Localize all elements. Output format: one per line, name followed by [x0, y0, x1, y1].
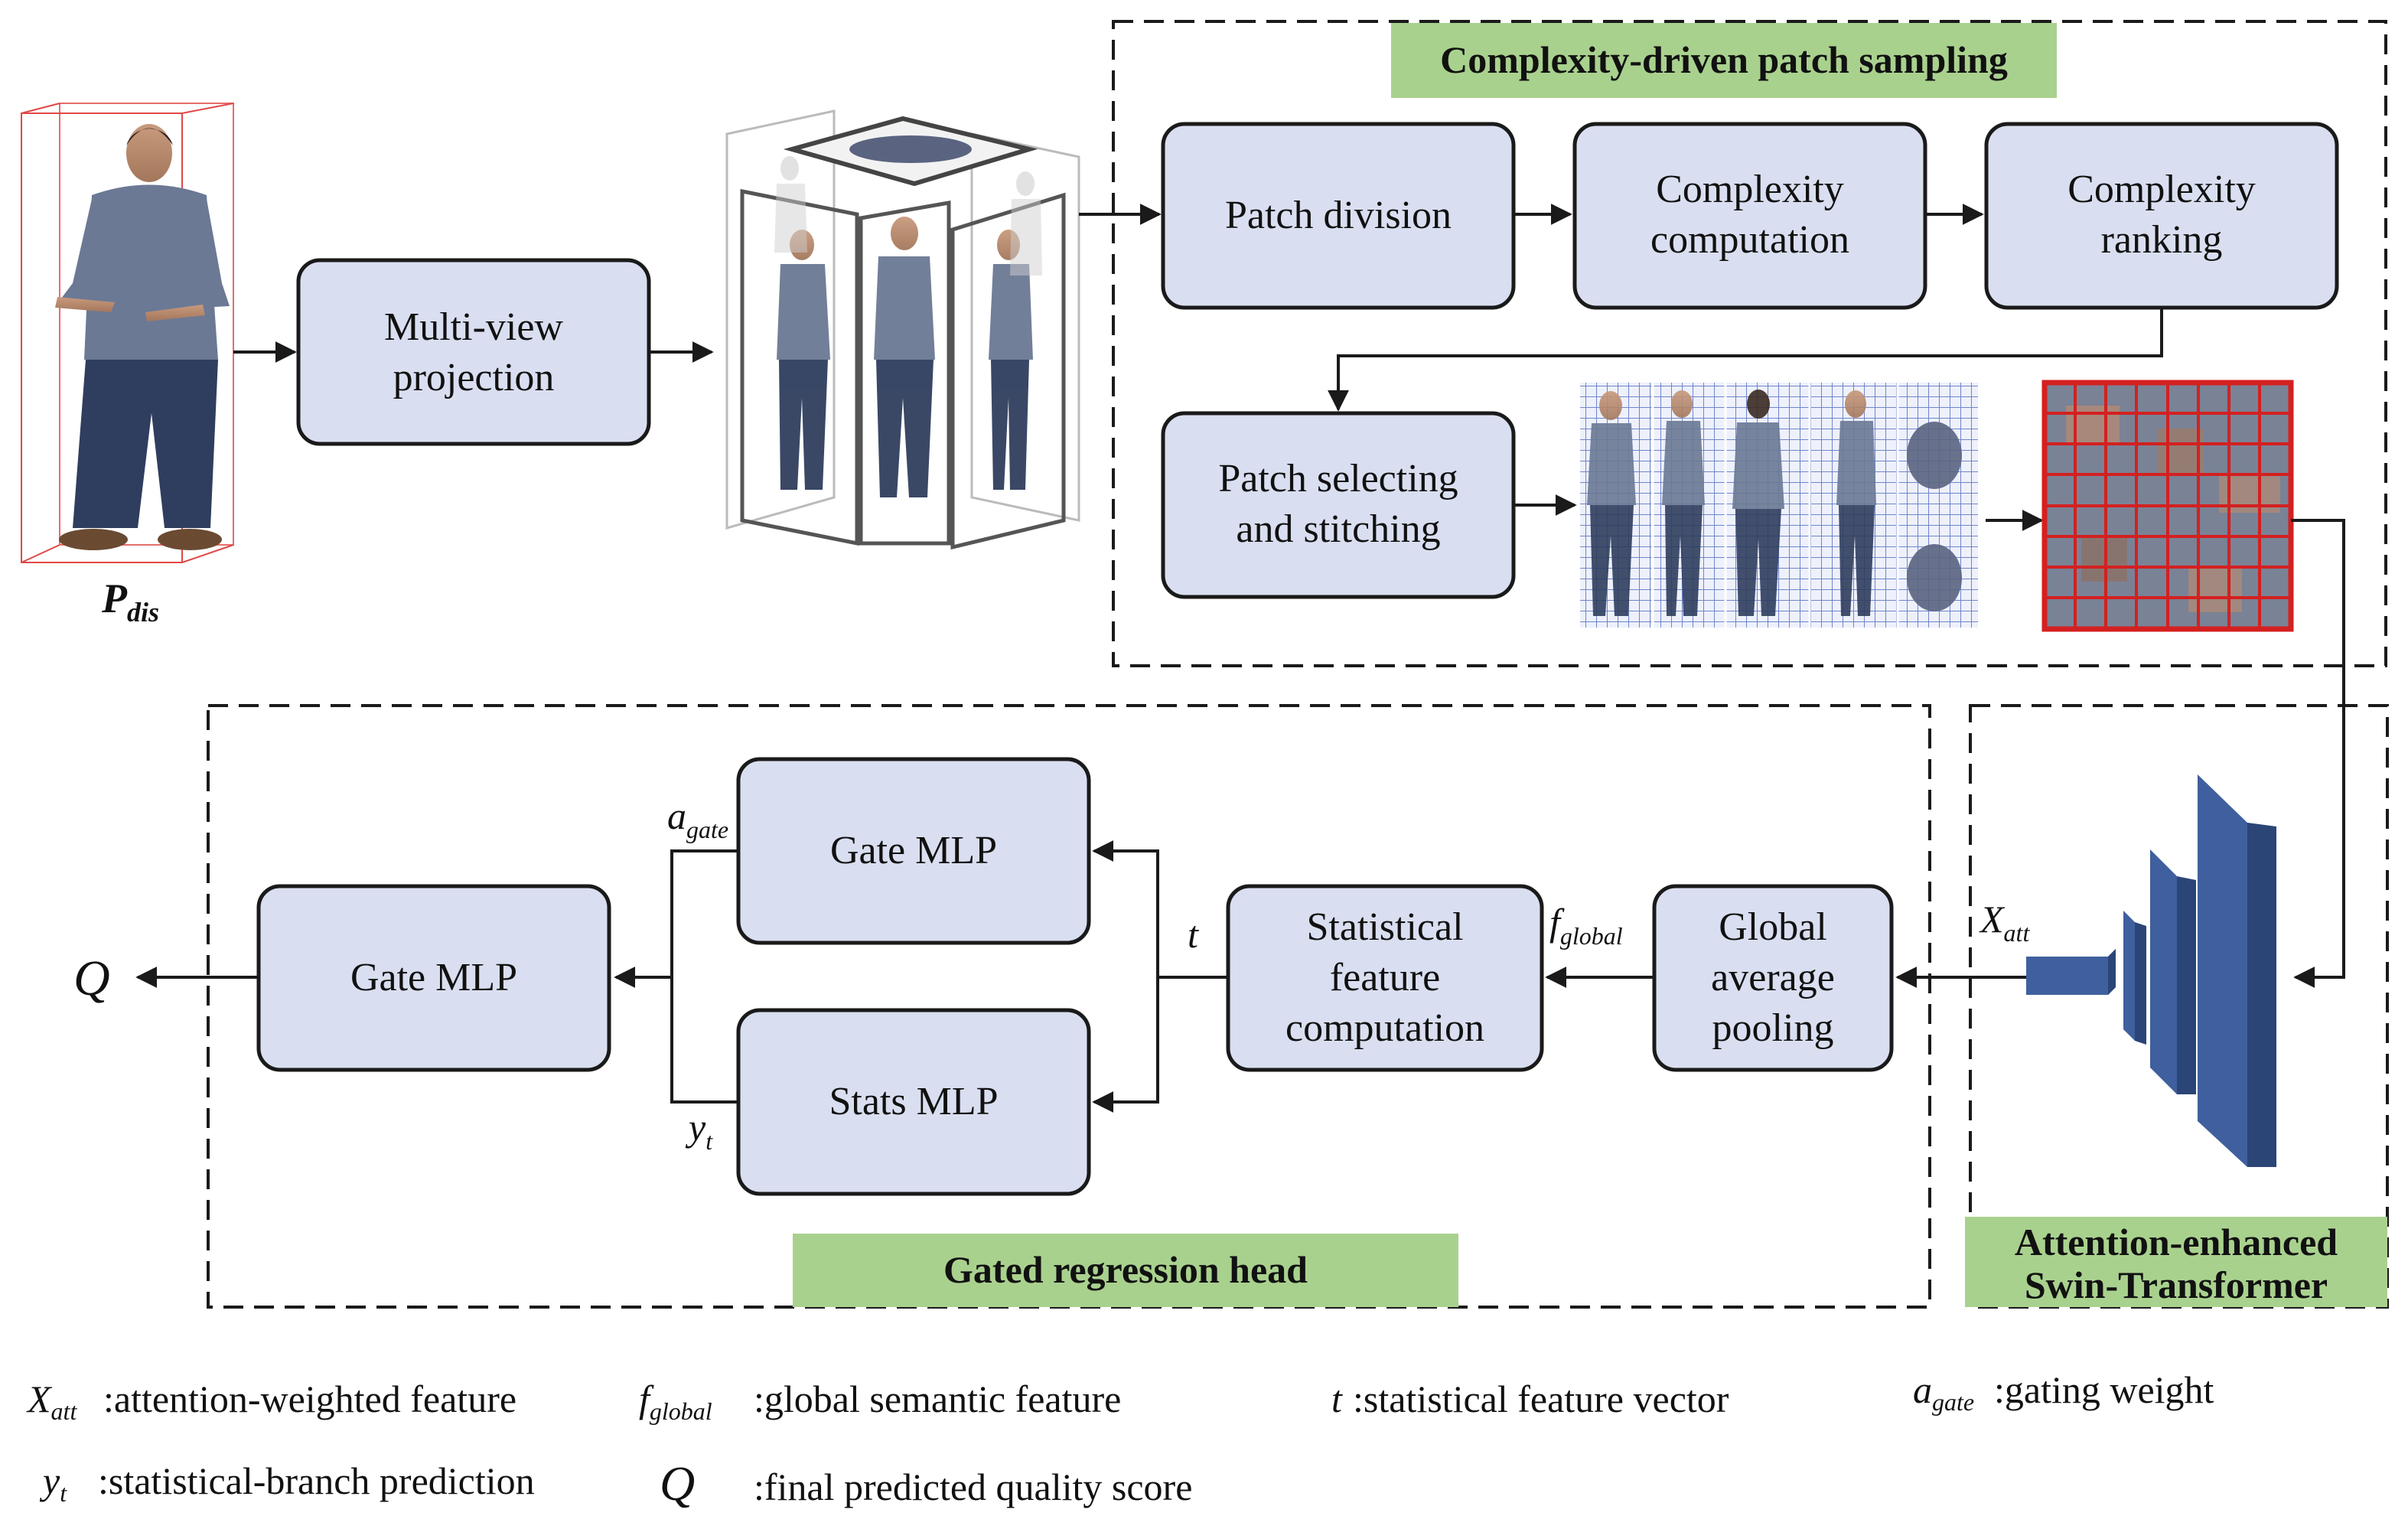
stats-mlp-label: Stats MLP [829, 1080, 998, 1123]
arrow-stat-to-stats [1092, 977, 1159, 1113]
legend-a-desc: :gating weight [1994, 1368, 2214, 1411]
p-dis-symbol: Pdis [101, 575, 159, 628]
legend-t-desc: :statistical feature vector [1353, 1377, 1729, 1420]
complexity-computation-l1: Complexity [1656, 168, 1844, 211]
legend-x-desc: :attention-weighted feature [103, 1377, 516, 1420]
t-symbol: t [1188, 913, 1199, 956]
f-global-symbol: fglobal [1549, 901, 1623, 950]
legend: Xatt :attention-weighted feature fglobal… [26, 1368, 2214, 1511]
x-att-symbol: Xatt [1979, 898, 2030, 947]
arrow-stat-to-gate [1092, 840, 1159, 977]
legend-y-desc: :statistical-branch prediction [98, 1459, 535, 1502]
patch-selecting-box [1161, 411, 1516, 599]
legend-a-symbol: agate [1913, 1368, 1974, 1416]
arrow-ranking-to-selecting [1328, 308, 2163, 412]
complexity-ranking-box [1984, 122, 2339, 310]
regression-head-label-bg [793, 1234, 1458, 1307]
multiview-projection-box [296, 258, 651, 446]
patch-sampling-title: Complexity-driven patch sampling [1440, 38, 2008, 81]
legend-x-symbol: Xatt [26, 1377, 77, 1425]
legend-q-symbol: Q [660, 1456, 695, 1511]
patch-sampling-frame [1112, 20, 2387, 667]
patch-selecting-l1: Patch selecting [1218, 457, 1458, 500]
projected-views-icon [1580, 383, 1978, 628]
global-pool-l1: Global [1719, 905, 1827, 949]
complexity-computation-box [1572, 122, 1927, 310]
person-point-cloud-icon [21, 103, 234, 563]
stat-feat-l1: Statistical [1306, 905, 1463, 949]
swin-transformer-blocks-icon [2026, 774, 2276, 1167]
legend-q-desc: :final predicted quality score [754, 1465, 1192, 1508]
swin-title-line2: Swin-Transformer [2025, 1263, 2328, 1306]
a-gate-symbol: agate [667, 794, 728, 843]
complexity-ranking-l1: Complexity [2067, 168, 2256, 211]
multiview-label-l2: projection [393, 356, 555, 399]
global-pool-l3: pooling [1712, 1006, 1834, 1050]
multiview-label-l1: Multi-view [384, 305, 563, 349]
arrow-grid-to-swin [2291, 519, 2345, 988]
legend-f-desc: :global semantic feature [754, 1377, 1121, 1420]
patch-selecting-l2: and stitching [1236, 507, 1440, 551]
gate-mlp-top-label: Gate MLP [830, 829, 997, 872]
legend-t-symbol: t [1331, 1377, 1343, 1420]
stitched-patch-grid-icon [2041, 380, 2294, 632]
stat-feat-l3: computation [1285, 1006, 1484, 1050]
y-t-symbol: yt [685, 1106, 713, 1155]
q-symbol: Q [73, 950, 110, 1006]
swin-title-line1: Attention-enhanced [2015, 1221, 2338, 1263]
patch-division-label: Patch division [1225, 194, 1452, 237]
patch-sampling-label-bg [1391, 23, 2057, 98]
branches-merge-line [670, 849, 738, 1104]
legend-y-symbol: yt [39, 1459, 67, 1507]
swin-label-bg [1965, 1217, 2387, 1307]
global-pool-l2: average [1711, 956, 1835, 999]
stat-feat-l2: feature [1330, 956, 1440, 999]
complexity-computation-l2: computation [1650, 218, 1849, 262]
regression-head-title: Gated regression head [943, 1248, 1308, 1291]
projection-cube-icon [725, 109, 1080, 550]
legend-f-symbol: fglobal [639, 1377, 712, 1425]
complexity-ranking-l2: ranking [2101, 218, 2223, 262]
gate-mlp-final-label: Gate MLP [350, 956, 517, 999]
